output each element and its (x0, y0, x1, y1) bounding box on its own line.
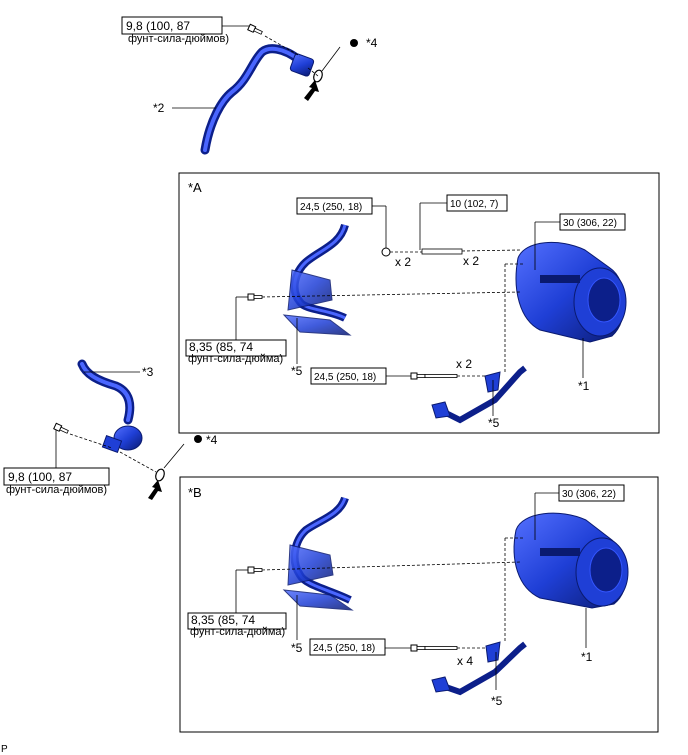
compressor-a (515, 241, 627, 343)
torque-8-35-a-line1: 8,35 (85, 74 (189, 340, 253, 354)
panel-a-frame (178, 172, 660, 434)
callout-5-a-bracket: *5 (291, 364, 303, 378)
torque-9-8-left-line1: 9,8 (100, 87 (8, 470, 72, 484)
figure-code: P (1, 744, 8, 755)
callout-1-b: *1 (581, 650, 593, 664)
panel-b-tag: *B (188, 485, 202, 500)
bracket-assembly-a (282, 223, 352, 336)
torque-8-35-b-line2: фунт-сила-дюйма) (190, 626, 285, 638)
torque-boxes-b (187, 484, 625, 656)
torque-24-5-a-upper: 24,5 (250, 18) (300, 202, 362, 213)
torque-8-35-a-line2: фунт-сила-дюйма) (188, 353, 283, 365)
panel-b-frame (179, 476, 659, 733)
callout-5-a-lower: *5 (488, 416, 500, 430)
leaders-a (296, 318, 584, 416)
torque-24-5-b: 24,5 (250, 18) (313, 643, 375, 654)
qty-x2-a-bolt: x 2 (456, 357, 472, 371)
hose-3-group (3, 359, 202, 500)
panel-a-tag: *A (188, 180, 202, 195)
compressor-b (513, 512, 629, 609)
lower-bracket-b (431, 641, 527, 696)
bracket-assembly-b (282, 496, 354, 611)
callout-2: *2 (153, 101, 165, 115)
qty-x2-a-nut: x 2 (395, 255, 411, 269)
callout-4-top: *4 (366, 36, 378, 50)
qty-x4-b: x 4 (457, 654, 473, 668)
callout-4-left: *4 (206, 433, 218, 447)
torque-9-8-left-line2: фунт-сила-дюймов) (6, 484, 107, 496)
fasteners-b (247, 537, 525, 652)
torque-24-5-a-lower: 24,5 (250, 18) (314, 372, 376, 383)
torque-9-8-top-line2: фунт-сила-дюймов) (128, 33, 229, 45)
leaders-b (296, 595, 587, 690)
callout-1-a: *1 (578, 379, 590, 393)
torque-boxes-a (185, 194, 626, 385)
torque-10-a: 10 (102, 7) (450, 199, 498, 210)
callout-5-b-lower: *5 (491, 694, 503, 708)
qty-x2-a-stud: x 2 (463, 254, 479, 268)
torque-8-35-b-line1: 8,35 (85, 74 (191, 613, 255, 627)
torque-9-8-top-line1: 9,8 (100, 87 (126, 19, 190, 33)
lower-bracket-a (431, 365, 527, 424)
hose-2-group (121, 16, 358, 155)
fasteners-a (247, 247, 525, 380)
torque-30-b: 30 (306, 22) (562, 489, 616, 500)
callout-3: *3 (142, 365, 154, 379)
callout-5-b-bracket: *5 (291, 641, 303, 655)
torque-30-a: 30 (306, 22) (563, 218, 617, 229)
